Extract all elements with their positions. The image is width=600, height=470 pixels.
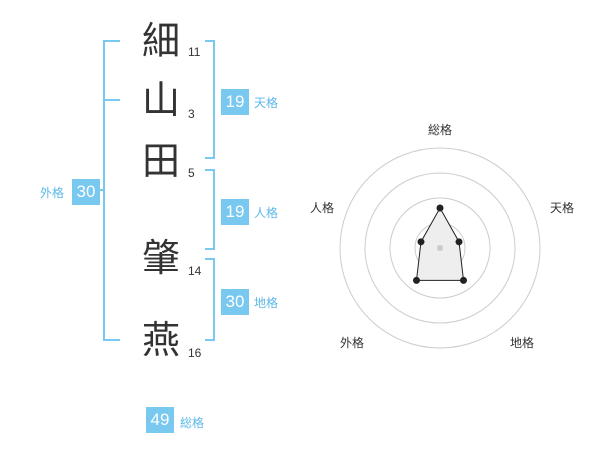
- chikaku-label: 地格: [254, 296, 279, 310]
- radar-value-shape: [415, 206, 465, 281]
- chikaku-bracket: [205, 258, 215, 341]
- gaikaku-label: 外格: [40, 186, 65, 200]
- name-char-1: 細: [141, 19, 180, 63]
- radar-ring-4: [339, 147, 541, 349]
- tenkaku-value-badge: 19: [221, 89, 249, 115]
- chikaku-value-badge: 30: [221, 289, 249, 315]
- stroke-count-2: 3: [188, 107, 195, 121]
- radar-label-tenkaku: 天格: [550, 201, 575, 215]
- soukaku-label: 総格: [180, 416, 205, 430]
- name-char-5: 燕: [141, 318, 180, 362]
- radar-label-jinkaku: 人格: [310, 201, 335, 215]
- tenkaku-label: 天格: [254, 96, 279, 110]
- radar-label-chikaku: 地格: [510, 336, 535, 350]
- jinkaku-bracket: [205, 169, 215, 250]
- radar-center-dot: [437, 245, 443, 251]
- stroke-count-5: 16: [188, 346, 202, 360]
- radar-ring-2: [389, 197, 491, 299]
- name-char-3: 田: [141, 139, 180, 183]
- radar-point-4: [412, 276, 420, 284]
- stroke-count-3: 5: [188, 166, 195, 180]
- radar-point-2: [455, 238, 463, 246]
- radar-point-3: [460, 276, 468, 284]
- radar-ring-3: [364, 172, 516, 324]
- jinkaku-label: 人格: [254, 206, 279, 220]
- stroke-count-1: 11: [188, 45, 201, 59]
- name-char-2: 山: [141, 78, 180, 122]
- name-char-4: 肇: [141, 236, 180, 280]
- stroke-count-4: 14: [188, 264, 202, 278]
- radar-point-1: [436, 204, 444, 212]
- tenkaku-bracket: [205, 40, 215, 159]
- soukaku-value-badge: 49: [146, 407, 174, 433]
- radar-label-soukaku: 総格: [428, 123, 453, 137]
- jinkaku-value-badge: 19: [221, 199, 249, 225]
- radar-label-gaikaku: 外格: [340, 336, 365, 350]
- radar-point-5: [417, 238, 425, 246]
- gaikaku-value-badge: 30: [72, 179, 100, 205]
